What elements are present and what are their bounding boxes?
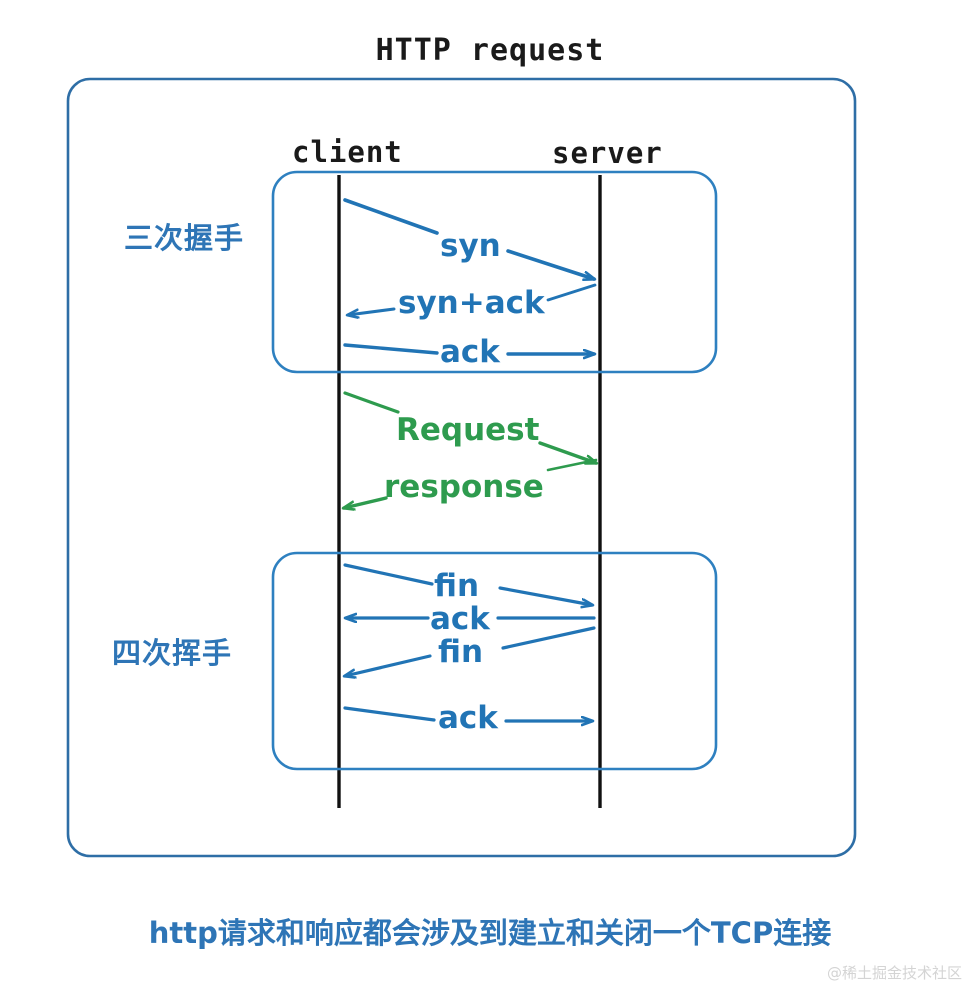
- watermark: @稀土掘金技术社区: [826, 964, 962, 982]
- phase-label-handshake: 三次握手: [124, 221, 245, 255]
- arrow-fin-1: [343, 563, 592, 605]
- message-label-response: response: [384, 469, 544, 505]
- wave-phase-box: [271, 551, 718, 771]
- arrow-fin-2: [345, 626, 596, 676]
- message-label-ack-2: ack: [430, 601, 490, 637]
- arrow-response: [344, 458, 598, 508]
- message-label-ack-3: ack: [438, 700, 498, 736]
- actor-label-client: client: [292, 135, 403, 169]
- message-label-fin-2: fin: [438, 634, 484, 670]
- message-label-syn: syn: [440, 228, 501, 264]
- phase-label-wave: 四次挥手: [112, 636, 233, 670]
- handshake-phase-box: [271, 170, 718, 374]
- arrow-ack-1: [343, 343, 594, 354]
- arrow-request: [343, 391, 596, 463]
- actor-label-server: server: [552, 136, 663, 170]
- outer-container-box: [66, 77, 857, 858]
- message-label-request: Request: [396, 412, 540, 448]
- arrow-syn: [343, 198, 594, 279]
- arrow-syn-ack: [348, 283, 597, 315]
- message-label-syn-ack: syn+ack: [398, 285, 545, 321]
- diagram-caption: http请求和响应都会涉及到建立和关闭一个TCP连接: [148, 916, 832, 950]
- page-title: HTTP request: [375, 33, 605, 68]
- message-label-ack-1: ack: [440, 334, 500, 370]
- message-label-fin-1: fin: [434, 568, 480, 604]
- arrow-ack-3: [343, 706, 592, 721]
